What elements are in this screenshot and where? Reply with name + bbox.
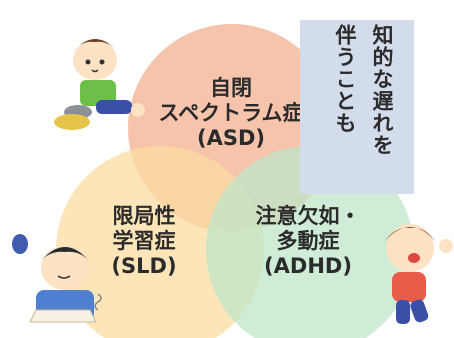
asd-line-1: 自閉 xyxy=(210,76,252,100)
sld-line-1: 限局性 xyxy=(112,204,176,228)
sld-line-3: (SLD) xyxy=(111,254,177,279)
note-column-1: 知的な遅れを xyxy=(370,24,394,156)
child-running-shouting-icon xyxy=(384,224,453,324)
adhd-line-3: (ADHD) xyxy=(264,254,352,279)
child-playing-with-toy-cars-icon xyxy=(54,39,145,130)
adhd-line-1: 注意欠如・ xyxy=(255,204,361,228)
asd-line-2: スペクトラム症 xyxy=(158,101,304,126)
circle-sld xyxy=(56,146,264,338)
child-reading-book-icon xyxy=(12,234,102,323)
sld-line-2: 学習症 xyxy=(112,229,176,254)
label-asd: 自閉 スペクトラム症 (ASD) xyxy=(126,76,336,152)
note-column-2: 伴うことも xyxy=(333,24,357,134)
label-adhd: 注意欠如・ 多動症 (ADHD) xyxy=(234,204,382,280)
adhd-line-2: 多動症 xyxy=(276,229,340,254)
asd-line-3: (ASD) xyxy=(196,126,265,151)
label-sld: 限局性 学習症 (SLD) xyxy=(84,204,204,280)
circle-adhd xyxy=(206,146,414,338)
intellectual-delay-note-box xyxy=(300,20,414,194)
